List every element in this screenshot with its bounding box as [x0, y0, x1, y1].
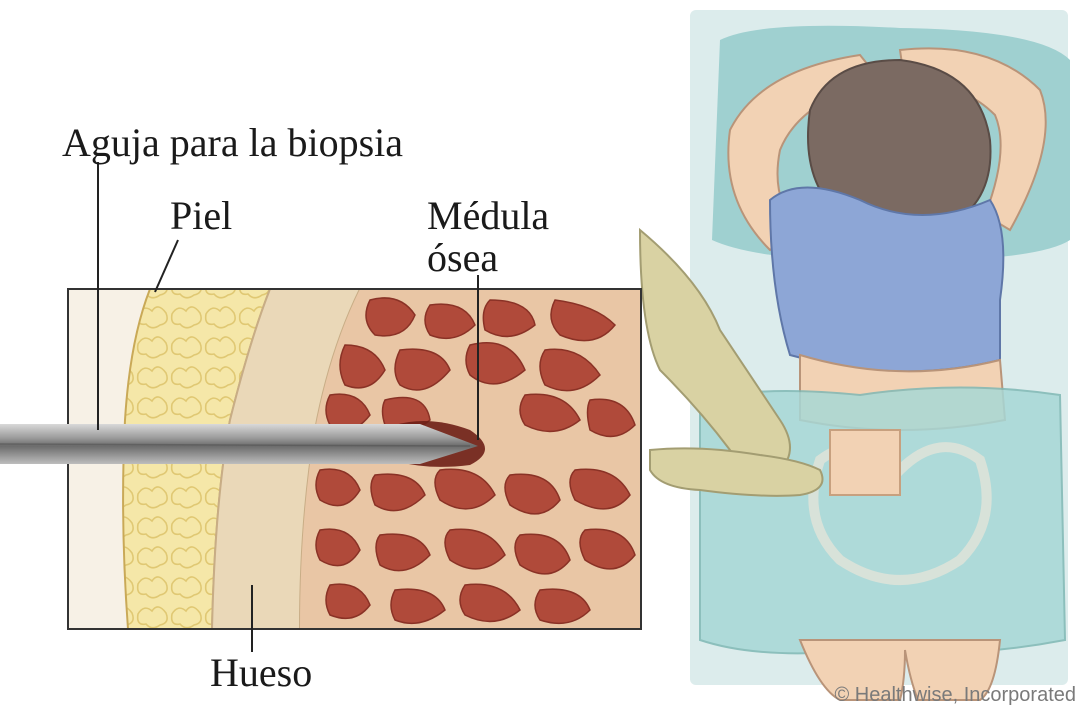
label-biopsy-needle: Aguja para la biopsia — [62, 122, 403, 164]
shirt — [770, 188, 1003, 372]
label-bone-marrow-line1: Médula — [427, 193, 549, 238]
biopsy-needle — [0, 424, 478, 464]
drape-window — [830, 430, 900, 495]
copyright-credit: © Healthwise, Incorporated — [834, 684, 1076, 707]
label-skin: Piel — [170, 195, 232, 237]
patient-illustration — [640, 10, 1070, 700]
skin-leader-line — [155, 240, 178, 292]
label-bone-marrow-line2: ósea — [427, 235, 498, 280]
label-bone: Hueso — [210, 652, 312, 694]
label-bone-marrow: Médula ósea — [427, 195, 549, 279]
